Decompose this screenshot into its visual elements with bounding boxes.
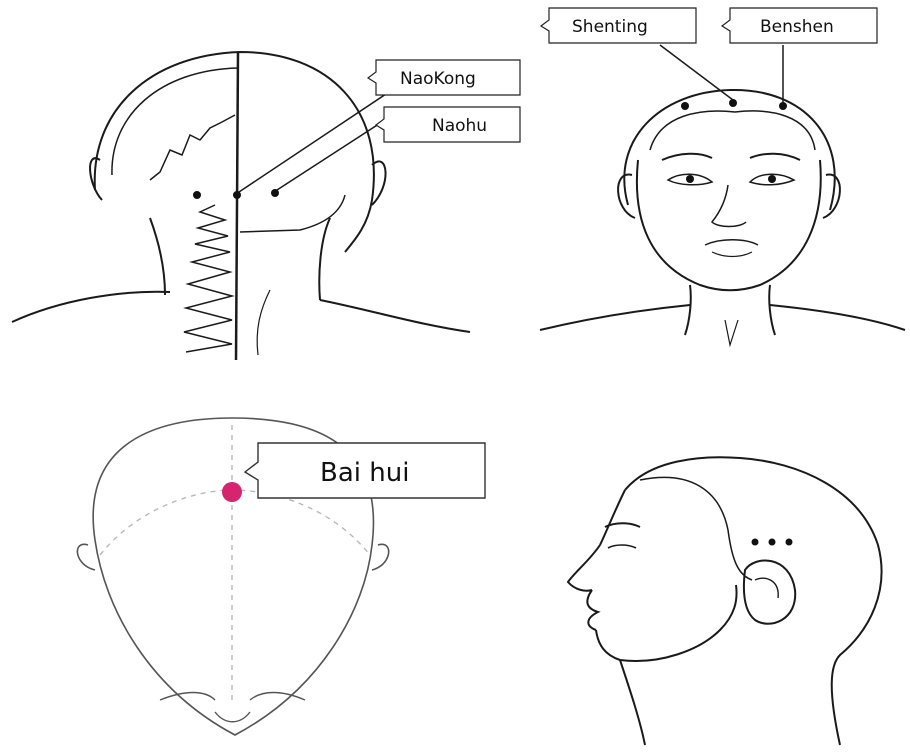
front-face-panel (540, 90, 905, 345)
benshen-callout: Benshen (722, 8, 877, 43)
side-profile-panel (568, 457, 882, 745)
side-point-2 (769, 539, 776, 546)
bai-hui-label: Bai hui (320, 458, 409, 488)
bai-hui-callout: Bai hui (245, 443, 485, 498)
front-left-point (681, 102, 689, 110)
naokong-callout: NaoKong (368, 60, 520, 95)
back-head-left-point (193, 191, 201, 199)
naohu-callout: Naohu (376, 107, 520, 142)
shenting-callout: Shenting (541, 8, 696, 43)
side-point-3 (786, 539, 793, 546)
naokong-label: NaoKong (400, 69, 476, 89)
naohu-label: Naohu (432, 116, 487, 136)
benshen-point (779, 102, 787, 110)
shenting-point (729, 99, 737, 107)
side-point-1 (752, 539, 759, 546)
bai-hui-point (222, 482, 242, 502)
back-head-panel (12, 52, 470, 360)
benshen-label: Benshen (760, 17, 834, 37)
shenting-leader-line (660, 45, 733, 100)
shenting-label: Shenting (572, 17, 648, 37)
